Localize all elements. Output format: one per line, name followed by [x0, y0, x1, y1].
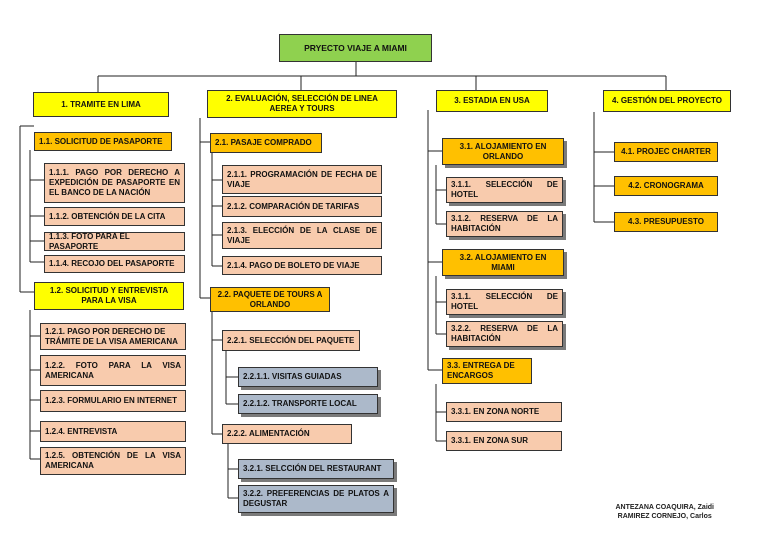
node-2-2: 2.2. PAQUETE DE TOURS A ORLANDO: [210, 287, 330, 312]
node-3-1: 3.1. ALOJAMIENTO EN ORLANDO: [442, 138, 564, 165]
node-2-1-2: 2.1.2. COMPARACIÓN DE TARIFAS: [222, 196, 382, 217]
node-2-1: 2.1. PASAJE COMPRADO: [210, 133, 322, 153]
node-3-3: 3.3. ENTREGA DE ENCARGOS: [442, 358, 532, 384]
node-2-2-1: 2.2.1. SELECCIÓN DEL PAQUETE: [222, 330, 360, 351]
node-4-3: 4.3. PRESUPUESTO: [614, 212, 718, 232]
node-4: 4. GESTIÓN DEL PROYECTO: [603, 90, 731, 112]
node-4-1: 4.1. PROJEC CHARTER: [614, 142, 718, 162]
node-1-2: 1.2. SOLICITUD Y ENTREVISTA PARA LA VISA: [34, 282, 184, 310]
node-1-2-4: 1.2.4. ENTREVISTA: [40, 421, 186, 442]
node-3-2-2-miami: 3.2.2. RESERVA DE LA HABITACIÓN: [446, 321, 563, 347]
node-3-2-2: 3.2.2. PREFERENCIAS DE PLATOS A DEGUSTAR: [238, 485, 394, 513]
node-4-2: 4.2. CRONOGRAMA: [614, 176, 718, 196]
node-2-1-1: 2.1.1. PROGRAMACIÓN DE FECHA DE VIAJE: [222, 165, 382, 194]
node-2: 2. EVALUACIÓN, SELECCIÓN DE LINEA AEREA …: [207, 90, 397, 118]
node-3-1-2: 3.1.2. RESERVA DE LA HABITACIÓN: [446, 211, 563, 237]
node-1-1-4: 1.1.4. RECOJO DEL PASAPORTE: [44, 255, 185, 273]
author-line-1: ANTEZANA COAQUIRA, Zaidi: [615, 504, 714, 511]
node-1-2-1: 1.2.1. PAGO POR DERECHO DE TRÁMITE DE LA…: [40, 323, 186, 350]
node-3-1-1: 3.1.1. SELECCIÓN DE HOTEL: [446, 177, 563, 203]
node-3-3-1-sur: 3.3.1. EN ZONA SUR: [446, 431, 562, 451]
node-2-1-4: 2.1.4. PAGO DE BOLETO DE VIAJE: [222, 256, 382, 275]
node-2-2-1-2: 2.2.1.2. TRANSPORTE LOCAL: [238, 394, 378, 414]
node-2-1-3: 2.1.3. ELECCIÓN DE LA CLASE DE VIAJE: [222, 222, 382, 249]
node-2-2-2: 2.2.2. ALIMENTACIÓN: [222, 424, 352, 444]
node-1-1-3: 1.1.3. FOTO PARA EL PASAPORTE: [44, 232, 185, 251]
node-1-1: 1.1. SOLICITUD DE PASAPORTE: [34, 132, 172, 151]
node-1-1-2: 1.1.2. OBTENCIÓN DE LA CITA: [44, 207, 185, 226]
authors-caption: ANTEZANA COAQUIRA, Zaidi RAMIREZ CORNEJO…: [615, 503, 714, 522]
node-3-3-1-norte: 3.3.1. EN ZONA NORTE: [446, 402, 562, 422]
node-3: 3. ESTADIA EN USA: [436, 90, 548, 112]
node-1-1-1: 1.1.1. PAGO POR DERECHO A EXPEDICIÓN DE …: [44, 163, 185, 203]
node-3-2: 3.2. ALOJAMIENTO EN MIAMI: [442, 249, 564, 276]
node-1-2-5: 1.2.5. OBTENCIÓN DE LA VISA AMERICANA: [40, 447, 186, 475]
node-1-2-2: 1.2.2. FOTO PARA LA VISA AMERICANA: [40, 355, 186, 386]
root-node: PRYECTO VIAJE A MIAMI: [279, 34, 432, 62]
node-3-2-1: 3.2.1. SELCCIÓN DEL RESTAURANT: [238, 459, 394, 479]
author-line-2: RAMIREZ CORNEJO, Carlos: [617, 513, 712, 521]
node-2-2-1-1: 2.2.1.1. VISITAS GUIADAS: [238, 367, 378, 387]
node-1: 1. TRAMITE EN LIMA: [33, 92, 169, 117]
node-3-1-1-miami: 3.1.1. SELECCIÓN DE HOTEL: [446, 289, 563, 315]
node-1-2-3: 1.2.3. FORMULARIO EN INTERNET: [40, 390, 186, 412]
